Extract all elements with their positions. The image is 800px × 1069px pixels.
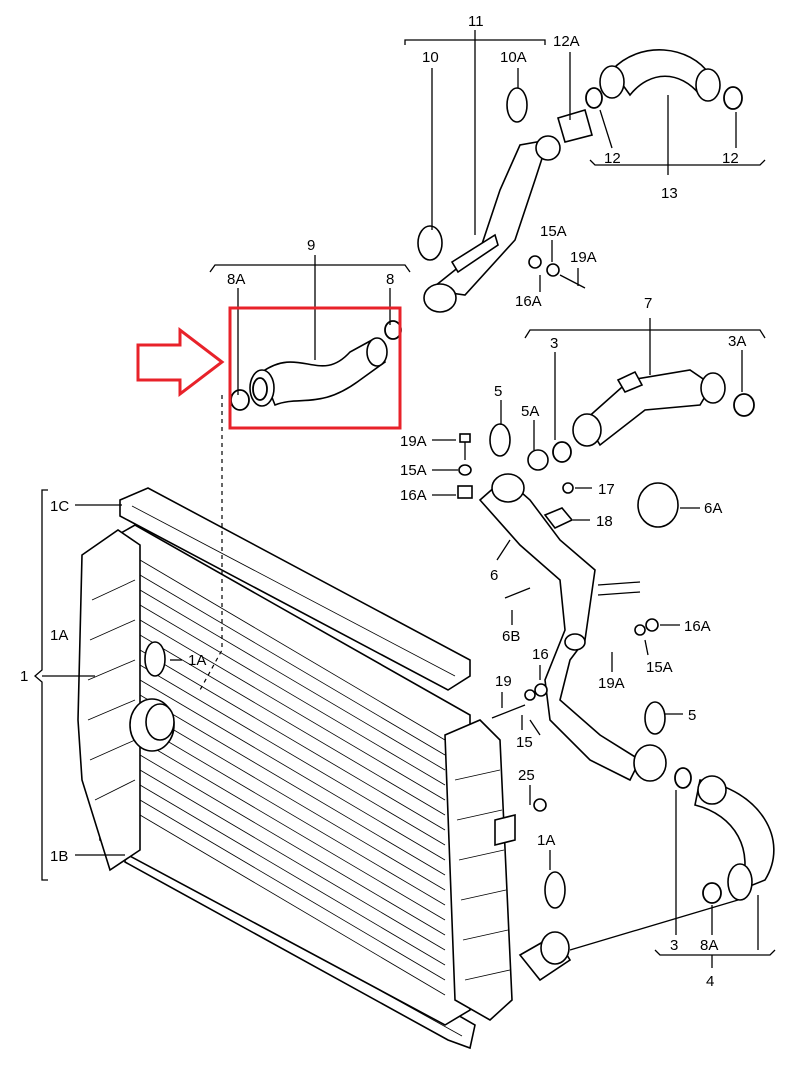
label-18: 18: [596, 513, 613, 530]
label-6B: 6B: [502, 628, 520, 645]
highlight-overlay: [136, 306, 402, 430]
label-13: 13: [661, 185, 678, 202]
pipe-11: [417, 87, 593, 313]
hose-7: [527, 369, 755, 471]
highlight-box: [228, 306, 402, 430]
label-19A-right: 19A: [598, 675, 625, 692]
label-19A-stack: 19A: [400, 433, 427, 450]
label-1C: 1C: [50, 498, 69, 515]
part-labels: 11 10 10A 12A 12 12 13 9 8A 8 15A 19A 16…: [20, 13, 746, 990]
label-16: 16: [532, 646, 549, 663]
leader-lines: [34, 30, 776, 968]
label-1: 1: [20, 668, 28, 685]
label-1A-mid: 1A: [188, 652, 206, 669]
label-12-left: 12: [604, 150, 621, 167]
label-19: 19: [495, 673, 512, 690]
pipe-6: [457, 423, 679, 782]
intercooler-radiator: [77, 487, 572, 1050]
label-3-bottom: 3: [670, 937, 678, 954]
label-8A-top: 8A: [227, 271, 245, 288]
label-8A-bottom: 8A: [700, 937, 718, 954]
label-6: 6: [490, 567, 498, 584]
label-1A-bottom: 1A: [537, 832, 555, 849]
label-15A-right: 15A: [646, 659, 673, 676]
label-15A-stack: 15A: [400, 462, 427, 479]
label-1B: 1B: [50, 848, 68, 865]
label-19A-top: 19A: [570, 249, 597, 266]
label-12-right: 12: [722, 150, 739, 167]
label-12A: 12A: [553, 33, 580, 50]
label-8-top: 8: [386, 271, 394, 288]
label-9: 9: [307, 237, 315, 254]
label-3A: 3A: [728, 333, 746, 350]
label-17: 17: [598, 481, 615, 498]
hose-13: [585, 49, 743, 110]
hose-9[interactable]: [230, 320, 402, 411]
label-6A: 6A: [704, 500, 722, 517]
label-1A-left: 1A: [50, 627, 68, 644]
label-10: 10: [422, 49, 439, 66]
label-10A: 10A: [500, 49, 527, 66]
hose-4: [144, 641, 775, 909]
label-3-top: 3: [550, 335, 558, 352]
label-7: 7: [644, 295, 652, 312]
label-5-top: 5: [494, 383, 502, 400]
label-16A-stack: 16A: [400, 487, 427, 504]
label-25: 25: [518, 767, 535, 784]
label-5-right: 5: [688, 707, 696, 724]
label-15A-top: 15A: [540, 223, 567, 240]
label-11: 11: [468, 13, 484, 30]
label-16A-right: 16A: [684, 618, 711, 635]
label-16A-top: 16A: [515, 293, 542, 310]
label-15: 15: [516, 734, 533, 751]
label-5A: 5A: [521, 403, 539, 420]
label-4: 4: [706, 973, 714, 990]
highlight-arrow: [136, 326, 225, 398]
